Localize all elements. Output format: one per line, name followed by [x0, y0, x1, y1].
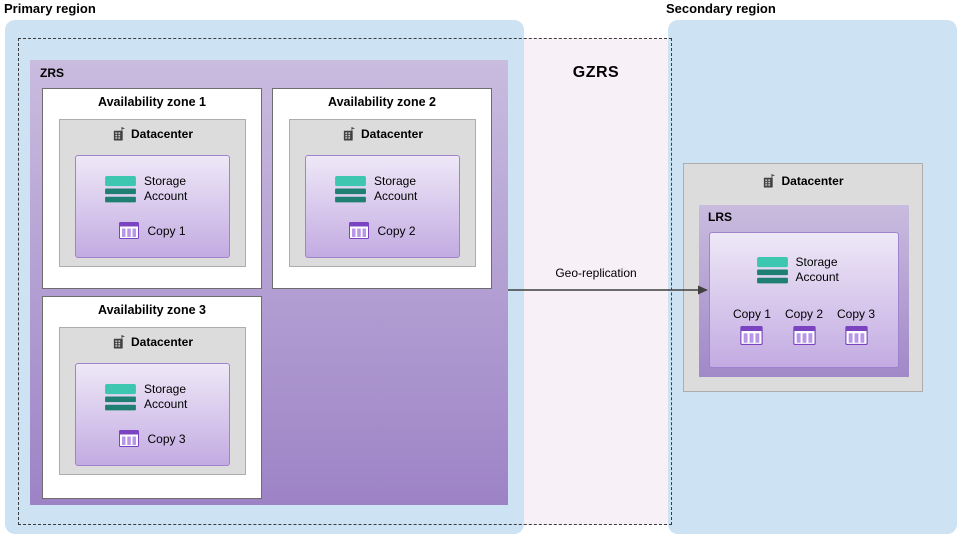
copy-icon	[792, 326, 816, 345]
storage-account-icon	[105, 383, 136, 411]
datacenter-header: Datacenter	[684, 174, 922, 188]
datacenter-icon	[112, 335, 125, 349]
datacenter-label: Datacenter	[130, 127, 194, 141]
geo-replication-arrow	[508, 285, 708, 295]
datacenter-icon	[762, 174, 776, 188]
copy-icon	[119, 222, 140, 239]
zrs-box: ZRS Availability zone 1 Datacenter Stora	[30, 60, 508, 505]
storage-account-label: Storage Account	[144, 382, 188, 411]
availability-zone-3: Availability zone 3 Datacenter Storage A…	[42, 296, 262, 499]
copy-label: Copy 1	[732, 307, 771, 321]
copy-icon	[844, 326, 868, 345]
copy-row: Copy 3	[119, 430, 186, 447]
zrs-title: ZRS	[40, 66, 64, 80]
datacenter-box: Datacenter Storage Account Copy 1	[59, 119, 246, 267]
storage-panel: Storage Account Copy 2	[305, 155, 460, 258]
storage-account-label: Storage Account	[795, 255, 839, 284]
storage-account-row: Storage Account	[756, 255, 852, 285]
copy-row: Copy 1	[119, 222, 186, 239]
secondary-datacenter-box: Datacenter LRS Storage Account Copy 1	[683, 163, 923, 392]
storage-panel: Storage Account Copy 1	[75, 155, 230, 258]
datacenter-box: Datacenter Storage Account Copy 2	[289, 119, 476, 267]
copies-row: Copy 1 Copy 2 Copy 3	[733, 307, 875, 345]
copy-item: Copy 3	[837, 307, 875, 345]
availability-zone-1: Availability zone 1 Datacenter Storage A…	[42, 88, 262, 289]
datacenter-box: Datacenter Storage Account Copy 3	[59, 327, 246, 475]
storage-account-row: Storage Account	[105, 174, 200, 204]
datacenter-header: Datacenter	[290, 127, 475, 141]
copy-icon	[740, 326, 764, 345]
zone-title: Availability zone 1	[98, 95, 206, 109]
lrs-title: LRS	[708, 210, 732, 224]
zone-title: Availability zone 3	[98, 303, 206, 317]
storage-account-icon	[335, 175, 366, 203]
datacenter-header: Datacenter	[60, 335, 245, 349]
storage-panel: Storage Account Copy 3	[75, 363, 230, 466]
copy-icon	[119, 430, 140, 447]
secondary-region-label: Secondary region	[666, 1, 776, 16]
copy-icon	[349, 222, 370, 239]
gzrs-title: GZRS	[572, 64, 620, 81]
gzrs-boundary-border	[18, 38, 672, 525]
lrs-box: LRS Storage Account Copy 1	[699, 205, 909, 377]
copy-item: Copy 2	[785, 307, 823, 345]
availability-zone-2: Availability zone 2 Datacenter Storage A…	[272, 88, 492, 289]
copy-label: Copy 3	[147, 431, 186, 446]
copy-label: Copy 1	[147, 223, 186, 238]
datacenter-header: Datacenter	[60, 127, 245, 141]
storage-account-label: Storage Account	[144, 174, 188, 203]
datacenter-label: Datacenter	[130, 335, 194, 349]
zone-title: Availability zone 2	[328, 95, 436, 109]
geo-replication-label: Geo-replication	[555, 266, 637, 280]
storage-account-row: Storage Account	[105, 382, 200, 412]
copy-label: Copy 2	[784, 307, 824, 321]
storage-account-icon	[756, 256, 788, 284]
datacenter-label: Datacenter	[781, 174, 844, 188]
copy-row: Copy 2	[349, 222, 416, 239]
copy-item: Copy 1	[733, 307, 771, 345]
lrs-storage-panel: Storage Account Copy 1 Copy 2	[709, 232, 899, 368]
datacenter-label: Datacenter	[360, 127, 424, 141]
copy-label: Copy 2	[377, 223, 416, 238]
primary-region-label: Primary region	[4, 1, 96, 16]
storage-account-icon	[105, 175, 136, 203]
datacenter-icon	[342, 127, 355, 141]
datacenter-icon	[112, 127, 125, 141]
storage-account-label: Storage Account	[374, 174, 418, 203]
storage-account-row: Storage Account	[335, 174, 430, 204]
copy-label: Copy 3	[837, 307, 876, 321]
